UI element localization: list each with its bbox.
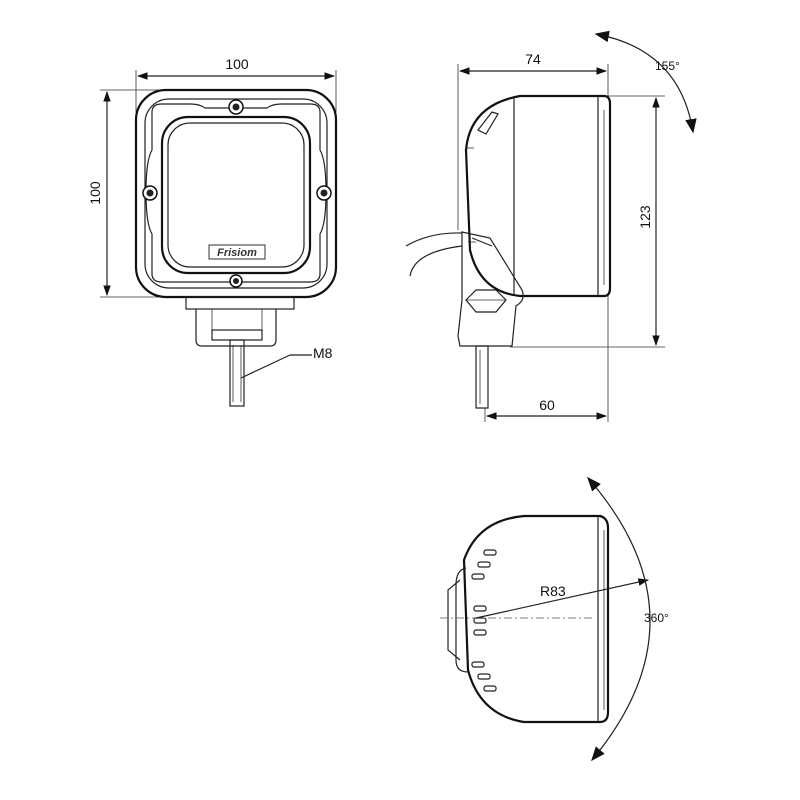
front-width-label: 100 — [225, 56, 249, 72]
side-mount-bracket — [457, 231, 524, 347]
tilt-arc: 155° — [594, 30, 697, 134]
svg-text:Frisiom: Frisiom — [217, 247, 257, 259]
side-view: 74 123 60 155° — [405, 30, 697, 422]
front-width-dimension: 100 — [136, 56, 336, 80]
top-housing — [462, 514, 610, 724]
front-bolt-bottom — [229, 274, 243, 288]
side-stud — [475, 345, 489, 409]
front-height-dimension: 100 — [87, 90, 111, 297]
m8-stud — [229, 339, 245, 407]
front-bolt-right — [316, 185, 332, 201]
brand-logo: Frisiom — [208, 244, 266, 260]
rotation-view: R83 360° — [440, 476, 669, 762]
power-cable — [405, 232, 463, 277]
m8-label: M8 — [313, 345, 333, 361]
front-view: 100 100 — [87, 56, 338, 407]
front-mount-bracket — [185, 296, 295, 347]
front-lens — [160, 115, 312, 275]
front-height-label: 100 — [87, 181, 103, 205]
side-housing — [464, 94, 612, 298]
rotation-arc: 360° — [587, 476, 669, 762]
vent-slots — [471, 549, 497, 692]
side-depth-label: 74 — [525, 51, 541, 67]
rotation-angle-label: 360° — [644, 611, 669, 625]
rotation-radius-label: R83 — [540, 583, 566, 599]
bracket-depth-dimension: 60 — [485, 397, 608, 420]
rotation-radius-dimension: R83 — [475, 578, 650, 619]
tilt-angle-label: 155° — [655, 59, 680, 73]
side-height-label: 123 — [637, 205, 653, 229]
front-bolt-left — [142, 185, 158, 201]
side-depth-dimension: 74 — [458, 51, 608, 75]
bracket-depth-label: 60 — [539, 397, 555, 413]
m8-callout: M8 — [240, 345, 333, 379]
front-housing-outer — [134, 88, 338, 299]
front-bolt-top — [228, 99, 244, 115]
side-height-dimension: 123 — [637, 96, 660, 347]
